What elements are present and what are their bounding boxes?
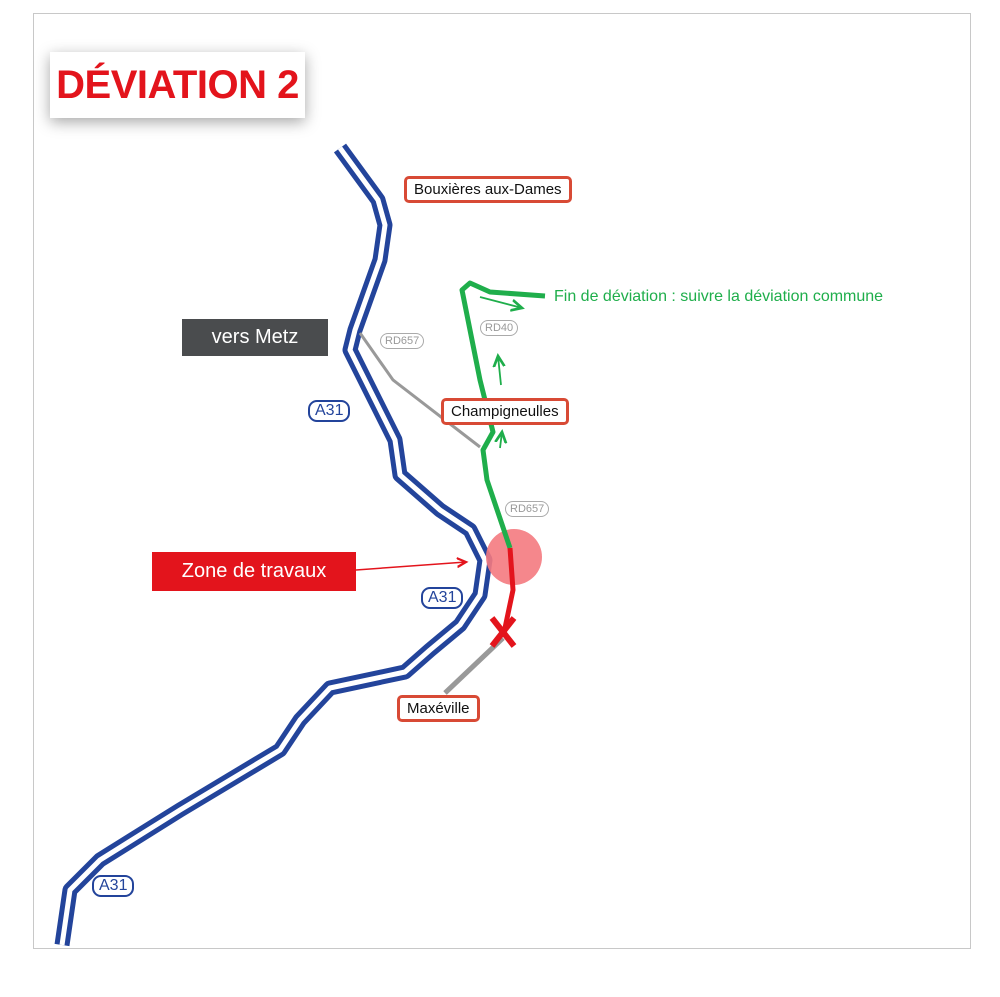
road-label-a31-mid: A31	[421, 587, 464, 609]
road-label-a31: A31	[308, 400, 351, 422]
works-pointer-arrow	[355, 562, 466, 571]
road-label-rd40: RD40	[480, 320, 519, 336]
a31-highway	[54, 143, 493, 947]
works-zone-circle	[486, 529, 542, 585]
map-frame	[33, 13, 971, 949]
end-of-deviation-label: Fin de déviation : suivre la déviation c…	[554, 288, 884, 305]
direction-arrow-icons	[479, 296, 522, 449]
direction-metz-label: vers Metz	[182, 319, 328, 356]
road-label-a31-south: A31	[92, 875, 135, 897]
town-bouxieres: Bouxières aux-Dames	[404, 176, 572, 203]
town-maxeville: Maxéville	[397, 695, 480, 722]
road-label-rd657-south: RD657	[505, 501, 550, 517]
works-zone-label: Zone de travaux	[152, 552, 356, 591]
road-closed-x-icon	[489, 616, 517, 648]
road-label-rd657: RD657	[380, 333, 425, 349]
deviation-route	[459, 280, 546, 549]
town-champigneulles: Champigneulles	[441, 398, 569, 425]
page-title: DÉVIATION 2	[50, 52, 305, 118]
maxeville-road	[443, 636, 505, 695]
closed-road-segment	[502, 547, 516, 629]
